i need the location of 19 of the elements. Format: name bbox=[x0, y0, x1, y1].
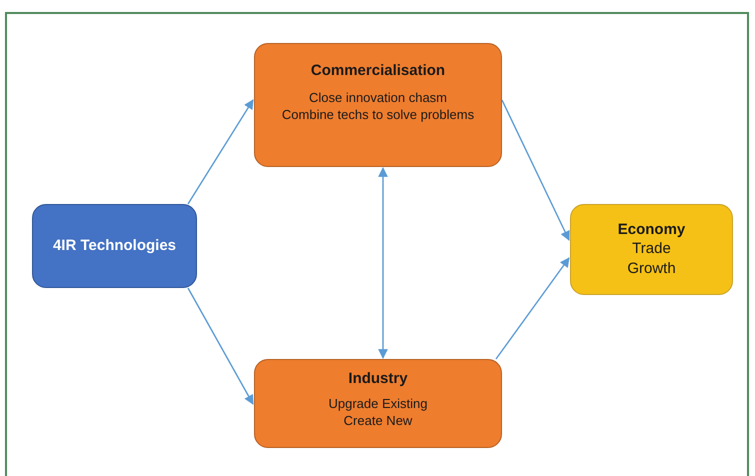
box-text: Trade bbox=[632, 239, 671, 258]
box-heading: Commercialisation bbox=[310, 62, 446, 80]
box-heading: 4IR Technologies bbox=[52, 237, 176, 255]
process-box bbox=[254, 359, 502, 448]
arrow bbox=[187, 99, 254, 204]
arrow bbox=[495, 257, 570, 360]
box-heading: Economy bbox=[618, 221, 686, 239]
box-text: Combine techs to solve problems bbox=[282, 106, 474, 124]
arrow bbox=[187, 288, 254, 405]
box-heading: Industry bbox=[348, 370, 408, 388]
process-box bbox=[32, 204, 197, 288]
arrow bbox=[501, 100, 570, 241]
box-text: Close innovation chasm bbox=[308, 90, 448, 107]
box-text: Upgrade Existing bbox=[328, 396, 428, 413]
box-text: Growth bbox=[627, 258, 676, 278]
process-box bbox=[254, 43, 502, 167]
box-text: Create New bbox=[344, 412, 412, 430]
arrow bbox=[378, 167, 388, 359]
process-box bbox=[570, 204, 733, 295]
